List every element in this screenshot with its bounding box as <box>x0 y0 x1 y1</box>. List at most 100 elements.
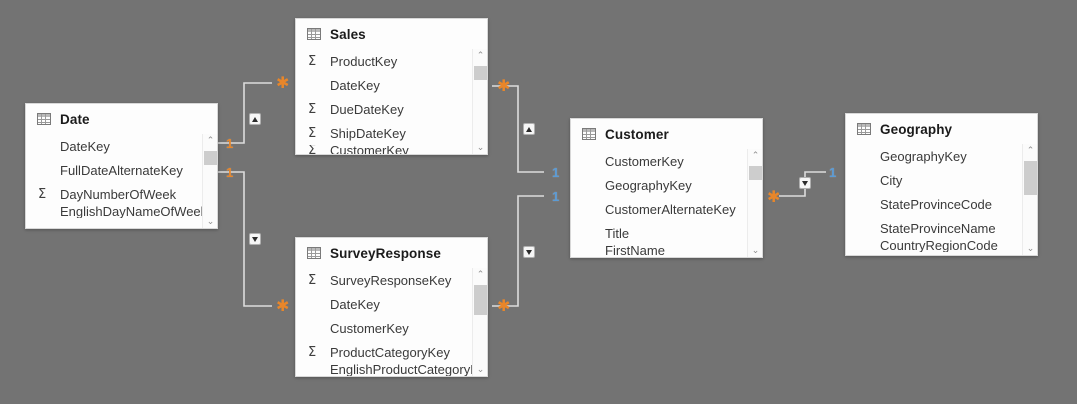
field-row[interactable]: Σ ProductKey <box>296 49 487 73</box>
relationship-path-date-surveyresponse <box>218 171 272 307</box>
sigma-icon: Σ <box>308 125 317 141</box>
scrollbar-vertical[interactable]: ⌃ ⌄ <box>1022 144 1037 255</box>
cardinality-one-sales-customer: 1 <box>552 165 560 180</box>
table-title: Date <box>60 111 90 127</box>
sigma-icon: Σ <box>858 240 874 252</box>
scrollbar-vertical[interactable]: ⌃ ⌄ <box>202 134 217 228</box>
cardinality-one-customer-geography: 1 <box>829 165 837 180</box>
field-row[interactable]: Σ StateProvinceName <box>846 216 1037 240</box>
field-label: CustomerKey <box>330 145 409 155</box>
sigma-icon: Σ <box>583 245 599 257</box>
cardinality-many-date-sales: ✱ <box>276 73 290 92</box>
table-fields-customer[interactable]: Σ CustomerKey Σ GeographyKey Σ CustomerA… <box>571 149 762 257</box>
table-card-geography[interactable]: Geography Σ GeographyKey Σ City Σ StateP… <box>845 113 1038 256</box>
field-row[interactable]: Σ DayNumberOfWeek <box>26 182 217 206</box>
field-row[interactable]: Σ ProductCategoryKey <box>296 340 487 364</box>
table-icon <box>582 128 596 140</box>
field-label: CustomerKey <box>330 320 409 336</box>
sigma-icon: Σ <box>308 272 317 288</box>
cross-filter-arrow-sales-customer[interactable] <box>523 123 535 135</box>
table-card-sales[interactable]: Sales Σ ProductKey Σ DateKey Σ DueDateKe… <box>295 18 488 155</box>
scroll-up-icon[interactable]: ⌃ <box>1026 146 1035 156</box>
field-label: EnglishDayNameOfWeek <box>60 206 208 218</box>
cross-filter-arrow-customer-geography[interactable] <box>799 177 811 189</box>
table-card-customer[interactable]: Customer Σ CustomerKey Σ GeographyKey Σ … <box>570 118 763 258</box>
table-fields-sales[interactable]: Σ ProductKey Σ DateKey Σ DueDateKey Σ Sh… <box>296 49 487 155</box>
cardinality-many-surveyresponse-customer: ✱ <box>497 296 511 315</box>
scrollbar-vertical[interactable]: ⌃ ⌄ <box>472 49 487 154</box>
table-icon <box>857 123 871 135</box>
relationship-path-date-sales <box>218 82 272 144</box>
field-row[interactable]: Σ CustomerKey <box>296 316 487 340</box>
table-header-customer[interactable]: Customer <box>571 119 762 149</box>
field-label: GeographyKey <box>880 148 967 164</box>
field-row[interactable]: Σ CountryRegionCode <box>846 240 1037 252</box>
field-row[interactable]: Σ EnglishProductCategoryName <box>296 364 487 376</box>
scroll-up-icon[interactable]: ⌃ <box>476 51 485 61</box>
scrollbar-thumb[interactable] <box>474 66 487 80</box>
field-row[interactable]: Σ ShipDateKey <box>296 121 487 145</box>
scroll-down-icon[interactable]: ⌄ <box>476 143 485 153</box>
sigma-icon: Σ <box>583 155 599 168</box>
cross-filter-arrow-date-sales[interactable] <box>249 113 261 125</box>
field-row[interactable]: Σ FullDateAlternateKey <box>26 158 217 182</box>
scroll-down-icon[interactable]: ⌄ <box>206 217 215 227</box>
scrollbar-thumb[interactable] <box>204 151 217 165</box>
table-card-surveyresponse[interactable]: SurveyResponse Σ SurveyResponseKey Σ Dat… <box>295 237 488 377</box>
field-label: ProductKey <box>330 53 398 69</box>
table-fields-date[interactable]: Σ DateKey Σ FullDateAlternateKey Σ DayNu… <box>26 134 217 228</box>
field-row[interactable]: Σ DateKey <box>26 134 217 158</box>
field-row[interactable]: Σ EnglishDayNameOfWeek <box>26 206 217 218</box>
field-row[interactable]: Σ CustomerKey <box>296 145 487 155</box>
scrollbar-vertical[interactable]: ⌃ ⌄ <box>747 149 762 257</box>
scrollbar-vertical[interactable]: ⌃ ⌄ <box>472 268 487 376</box>
field-row[interactable]: Σ GeographyKey <box>846 144 1037 168</box>
field-row[interactable]: Σ DateKey <box>296 73 487 97</box>
sigma-icon: Σ <box>38 164 54 177</box>
table-fields-surveyresponse[interactable]: Σ SurveyResponseKey Σ DateKey Σ Customer… <box>296 268 487 376</box>
scroll-down-icon[interactable]: ⌄ <box>751 246 760 256</box>
relationship-path-sales-customer <box>492 85 544 173</box>
field-label: CustomerKey <box>605 153 684 169</box>
field-row[interactable]: Σ GeographyKey <box>571 173 762 197</box>
table-card-date[interactable]: Date Σ DateKey Σ FullDateAlternateKey Σ … <box>25 103 218 229</box>
scroll-down-icon[interactable]: ⌄ <box>1026 244 1035 254</box>
cardinality-many-customer-geography: ✱ <box>767 187 781 206</box>
sigma-icon: Σ <box>858 198 874 211</box>
sigma-icon: Σ <box>583 203 599 216</box>
field-row[interactable]: Σ DateKey <box>296 292 487 316</box>
field-row[interactable]: Σ FirstName <box>571 245 762 257</box>
cross-filter-arrow-surveyresponse-customer[interactable] <box>523 246 535 258</box>
field-label: ShipDateKey <box>330 125 406 141</box>
table-header-date[interactable]: Date <box>26 104 217 134</box>
scroll-up-icon[interactable]: ⌃ <box>751 151 760 161</box>
table-header-geography[interactable]: Geography <box>846 114 1037 144</box>
table-title: Sales <box>330 26 366 42</box>
field-label: SurveyResponseKey <box>330 272 452 288</box>
scroll-up-icon[interactable]: ⌃ <box>476 270 485 280</box>
scroll-down-icon[interactable]: ⌄ <box>476 365 485 375</box>
scrollbar-thumb[interactable] <box>749 166 762 180</box>
table-header-sales[interactable]: Sales <box>296 19 487 49</box>
sigma-icon: Σ <box>308 364 324 376</box>
sigma-icon: Σ <box>38 140 54 153</box>
field-label: DayNumberOfWeek <box>60 186 177 202</box>
scroll-up-icon[interactable]: ⌃ <box>206 136 215 146</box>
table-icon <box>307 247 321 259</box>
field-row[interactable]: Σ Title <box>571 221 762 245</box>
scrollbar-thumb[interactable] <box>474 285 487 315</box>
sigma-icon: Σ <box>858 150 874 163</box>
field-row[interactable]: Σ City <box>846 168 1037 192</box>
table-fields-geography[interactable]: Σ GeographyKey Σ City Σ StateProvinceCod… <box>846 144 1037 255</box>
field-row[interactable]: Σ CustomerKey <box>571 149 762 173</box>
field-label: EnglishProductCategoryName <box>330 364 487 376</box>
scrollbar-thumb[interactable] <box>1024 161 1037 195</box>
field-row[interactable]: Σ DueDateKey <box>296 97 487 121</box>
table-title: Geography <box>880 121 953 137</box>
cross-filter-arrow-date-surveyresponse[interactable] <box>249 233 261 245</box>
field-row[interactable]: Σ CustomerAlternateKey <box>571 197 762 221</box>
field-row[interactable]: Σ StateProvinceCode <box>846 192 1037 216</box>
field-row[interactable]: Σ SurveyResponseKey <box>296 268 487 292</box>
table-header-surveyresponse[interactable]: SurveyResponse <box>296 238 487 268</box>
